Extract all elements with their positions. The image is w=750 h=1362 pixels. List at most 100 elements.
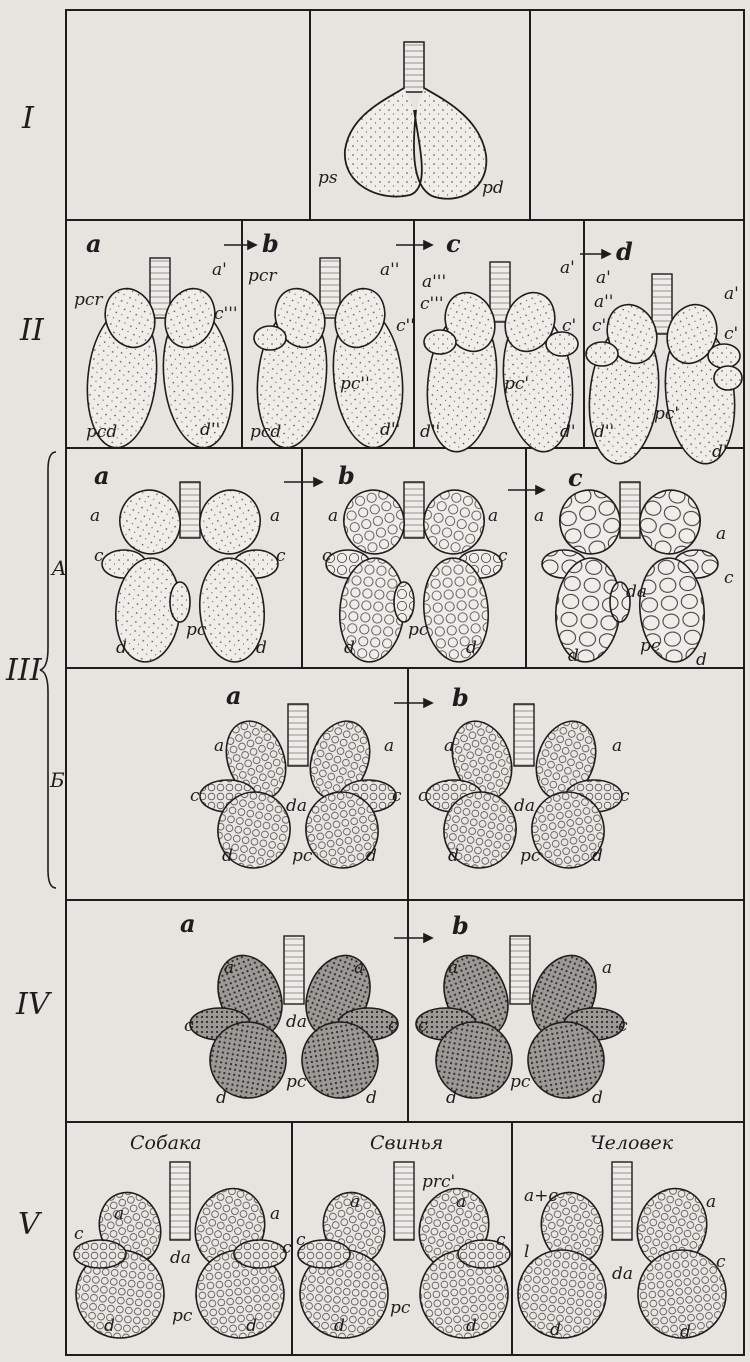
lung-lobe bbox=[424, 330, 456, 354]
label-pc: pc bbox=[172, 1308, 192, 1325]
label-c: c bbox=[418, 788, 428, 805]
label-a-double: a'' bbox=[380, 262, 399, 279]
lung-lobe bbox=[193, 483, 268, 560]
label-a: a bbox=[270, 508, 280, 525]
row-II-letter-b: b bbox=[262, 232, 279, 256]
label-a: a bbox=[328, 508, 338, 525]
trachea bbox=[620, 482, 640, 538]
label-d: d bbox=[104, 1318, 115, 1335]
label-pc: pc bbox=[640, 638, 660, 655]
lung-lobe bbox=[714, 366, 742, 390]
label-c: c bbox=[724, 570, 734, 587]
row-IIIB-letter-a: a bbox=[226, 684, 242, 708]
label-c: c bbox=[418, 1018, 428, 1035]
lung-lobe bbox=[234, 1240, 286, 1268]
label-prc-prime: prc' bbox=[422, 1174, 455, 1191]
label-c: c bbox=[184, 1018, 194, 1035]
row-III-numeral: III bbox=[6, 656, 42, 686]
label-da: da bbox=[170, 1250, 191, 1267]
label-a: a bbox=[706, 1194, 716, 1211]
trachea bbox=[394, 1162, 414, 1240]
label-pcr: pcr bbox=[248, 268, 277, 285]
trachea bbox=[288, 704, 308, 766]
row-I-numeral: I bbox=[22, 104, 34, 134]
label-d-double: d'' bbox=[380, 422, 400, 439]
trachea bbox=[170, 1162, 190, 1240]
label-a: a bbox=[90, 508, 100, 525]
label-d: d bbox=[366, 1090, 377, 1107]
label-a: a bbox=[534, 508, 544, 525]
label-pc: pc bbox=[292, 848, 312, 865]
row-IIIB-letter-b: b bbox=[452, 686, 469, 710]
label-da: da bbox=[514, 798, 535, 815]
label-c: c bbox=[388, 1018, 398, 1035]
label-a: a bbox=[354, 960, 364, 977]
row-IV-letter-b: b bbox=[452, 914, 469, 938]
label-a-prime: a' bbox=[724, 286, 739, 303]
label-c: c bbox=[190, 788, 200, 805]
label-d: d bbox=[680, 1324, 691, 1341]
label-a: a bbox=[444, 738, 454, 755]
label-c: c bbox=[322, 548, 332, 565]
label-c: c bbox=[498, 548, 508, 565]
row-IIIB-label: Б bbox=[50, 770, 65, 790]
label-pc-prime: pc' bbox=[654, 406, 679, 423]
label-da: da bbox=[626, 584, 647, 601]
label-d: d bbox=[592, 848, 603, 865]
row-II-letter-d: d bbox=[616, 240, 633, 264]
trachea bbox=[612, 1162, 632, 1240]
label-a-double: a'' bbox=[594, 294, 613, 311]
label-c-double: c'' bbox=[396, 318, 415, 335]
row-IIIA-letter-b: b bbox=[338, 464, 355, 488]
label-d: d bbox=[256, 640, 267, 657]
label-a-plus-c: a+c bbox=[524, 1188, 558, 1205]
row-II-letter-c: c bbox=[446, 232, 461, 256]
label-a-prime: a' bbox=[560, 260, 575, 277]
row-IV-numeral: IV bbox=[16, 990, 50, 1020]
label-d: d bbox=[216, 1090, 227, 1107]
label-c: c bbox=[716, 1254, 726, 1271]
lung-lobe bbox=[553, 483, 628, 560]
row-IV-letter-a: a bbox=[180, 912, 196, 936]
label-a: a bbox=[456, 1194, 466, 1211]
label-d-double: d'' bbox=[594, 424, 614, 441]
lung-lobe bbox=[113, 483, 188, 560]
row-IIIB-drawings bbox=[200, 704, 622, 874]
row-IIIA-label: A bbox=[52, 558, 66, 578]
label-c: c bbox=[392, 788, 402, 805]
label-pc: pc bbox=[286, 1074, 306, 1091]
label-d: d bbox=[116, 640, 127, 657]
lung-lobe bbox=[337, 483, 412, 560]
label-c: c bbox=[74, 1226, 84, 1243]
label-a: a bbox=[612, 738, 622, 755]
label-d: d bbox=[568, 648, 579, 665]
trachea bbox=[514, 704, 534, 766]
label-c: c bbox=[276, 548, 286, 565]
label-l: l bbox=[524, 1244, 529, 1261]
label-c-prime: c' bbox=[562, 318, 576, 335]
label-pd: pd bbox=[482, 180, 504, 197]
label-d: d bbox=[344, 640, 355, 657]
label-a: a bbox=[448, 960, 458, 977]
lung-lobe bbox=[170, 582, 190, 622]
label-a: a bbox=[270, 1206, 280, 1223]
label-c: c bbox=[94, 548, 104, 565]
label-a: a bbox=[602, 960, 612, 977]
lung-lobe bbox=[708, 344, 740, 368]
label-c: c bbox=[282, 1240, 292, 1257]
label-da: da bbox=[286, 1014, 307, 1031]
label-d-double: d'' bbox=[420, 424, 440, 441]
species-title-pig: Свинья bbox=[370, 1134, 443, 1153]
label-d-prime: d' bbox=[712, 444, 728, 461]
label-d: d bbox=[222, 848, 233, 865]
label-c-double: c'' bbox=[592, 318, 611, 335]
label-pc-double: pc'' bbox=[340, 376, 370, 393]
label-a: a bbox=[488, 508, 498, 525]
label-c: c bbox=[496, 1232, 506, 1249]
lung-lobe bbox=[394, 582, 414, 622]
label-c: c bbox=[618, 1018, 628, 1035]
lung-lobe bbox=[254, 326, 286, 350]
label-a: a bbox=[350, 1194, 360, 1211]
